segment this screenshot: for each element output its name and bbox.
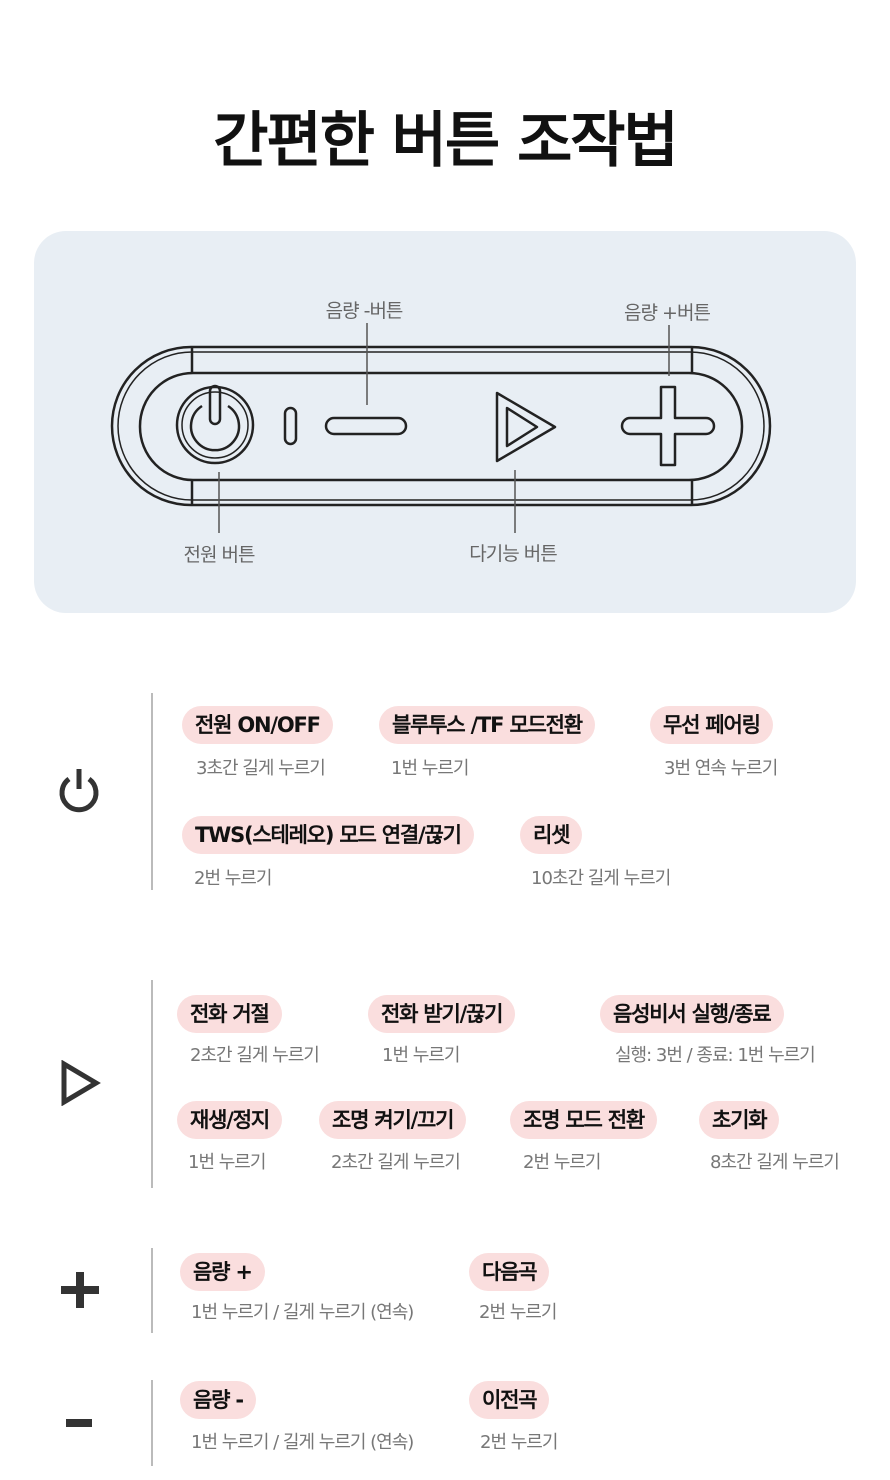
function-desc: 2번 누르기 — [194, 868, 272, 889]
function-desc: 1번 누르기 / 길게 누르기 (연속) — [191, 1302, 414, 1323]
page-title: 간편한 버튼 조작법 — [213, 106, 678, 176]
plus-icon — [61, 1272, 99, 1308]
volume-plus-label: 음량 +버튼 — [624, 302, 711, 324]
function-desc: 실행: 3번 / 종료: 1번 누르기 — [615, 1045, 816, 1066]
divider — [151, 1248, 153, 1333]
volume-minus-label: 음량 -버튼 — [325, 300, 404, 322]
function-pill: TWS(스테레오) 모드 연결/끊기 — [182, 816, 474, 854]
function-pill: 초기화 — [699, 1101, 780, 1139]
function-pill: 전화 받기/끊기 — [368, 995, 516, 1033]
function-pill: 무선 페어링 — [650, 706, 773, 744]
function-pill: 음량 + — [180, 1253, 265, 1291]
function-desc: 3번 연속 누르기 — [664, 758, 778, 779]
function-desc: 3초간 길게 누르기 — [196, 758, 326, 779]
function-desc: 8초간 길게 누르기 — [710, 1152, 840, 1173]
play-icon — [61, 1060, 101, 1106]
device-diagram-panel — [34, 231, 856, 613]
multi-function-play-icon — [495, 391, 557, 463]
function-desc: 2초간 길게 누르기 — [190, 1045, 320, 1066]
volume-minus-button-icon — [324, 416, 408, 436]
function-desc: 2번 누르기 — [480, 1432, 558, 1453]
function-pill: 음량 - — [180, 1381, 256, 1419]
power-button-icon — [175, 384, 255, 465]
function-desc: 1번 누르기 — [188, 1152, 266, 1173]
divider — [151, 980, 153, 1188]
multi-button-label: 다기능 버튼 — [469, 543, 557, 565]
volume-plus-button-icon — [620, 385, 716, 467]
function-pill: 전화 거절 — [177, 995, 282, 1033]
function-desc: 10초간 길게 누르기 — [531, 868, 671, 889]
function-desc: 2번 누르기 — [523, 1152, 601, 1173]
function-pill: 조명 모드 전환 — [510, 1101, 657, 1139]
function-pill: 리셋 — [520, 816, 583, 854]
function-desc: 1번 누르기 — [391, 758, 469, 779]
function-pill: 블루투스 /TF 모드전환 — [379, 706, 595, 744]
device-diagram — [110, 323, 772, 533]
power-button-label: 전원 버튼 — [183, 544, 256, 566]
divider — [151, 1380, 153, 1466]
function-pill: 전원 ON/OFF — [182, 706, 333, 744]
function-desc: 2초간 길게 누르기 — [331, 1152, 461, 1173]
function-desc: 1번 누르기 — [382, 1045, 460, 1066]
power-icon — [59, 769, 99, 813]
function-pill: 음성비서 실행/종료 — [600, 995, 784, 1033]
function-pill: 다음곡 — [469, 1253, 550, 1291]
function-desc: 1번 누르기 / 길게 누르기 (연속) — [191, 1432, 414, 1453]
function-desc: 2번 누르기 — [479, 1302, 557, 1323]
function-pill: 이전곡 — [469, 1381, 550, 1419]
function-pill: 조명 켜기/끄기 — [319, 1101, 467, 1139]
minus-icon — [66, 1419, 92, 1427]
led-indicator — [283, 406, 298, 446]
function-pill: 재생/정지 — [177, 1101, 282, 1139]
divider — [151, 693, 153, 890]
